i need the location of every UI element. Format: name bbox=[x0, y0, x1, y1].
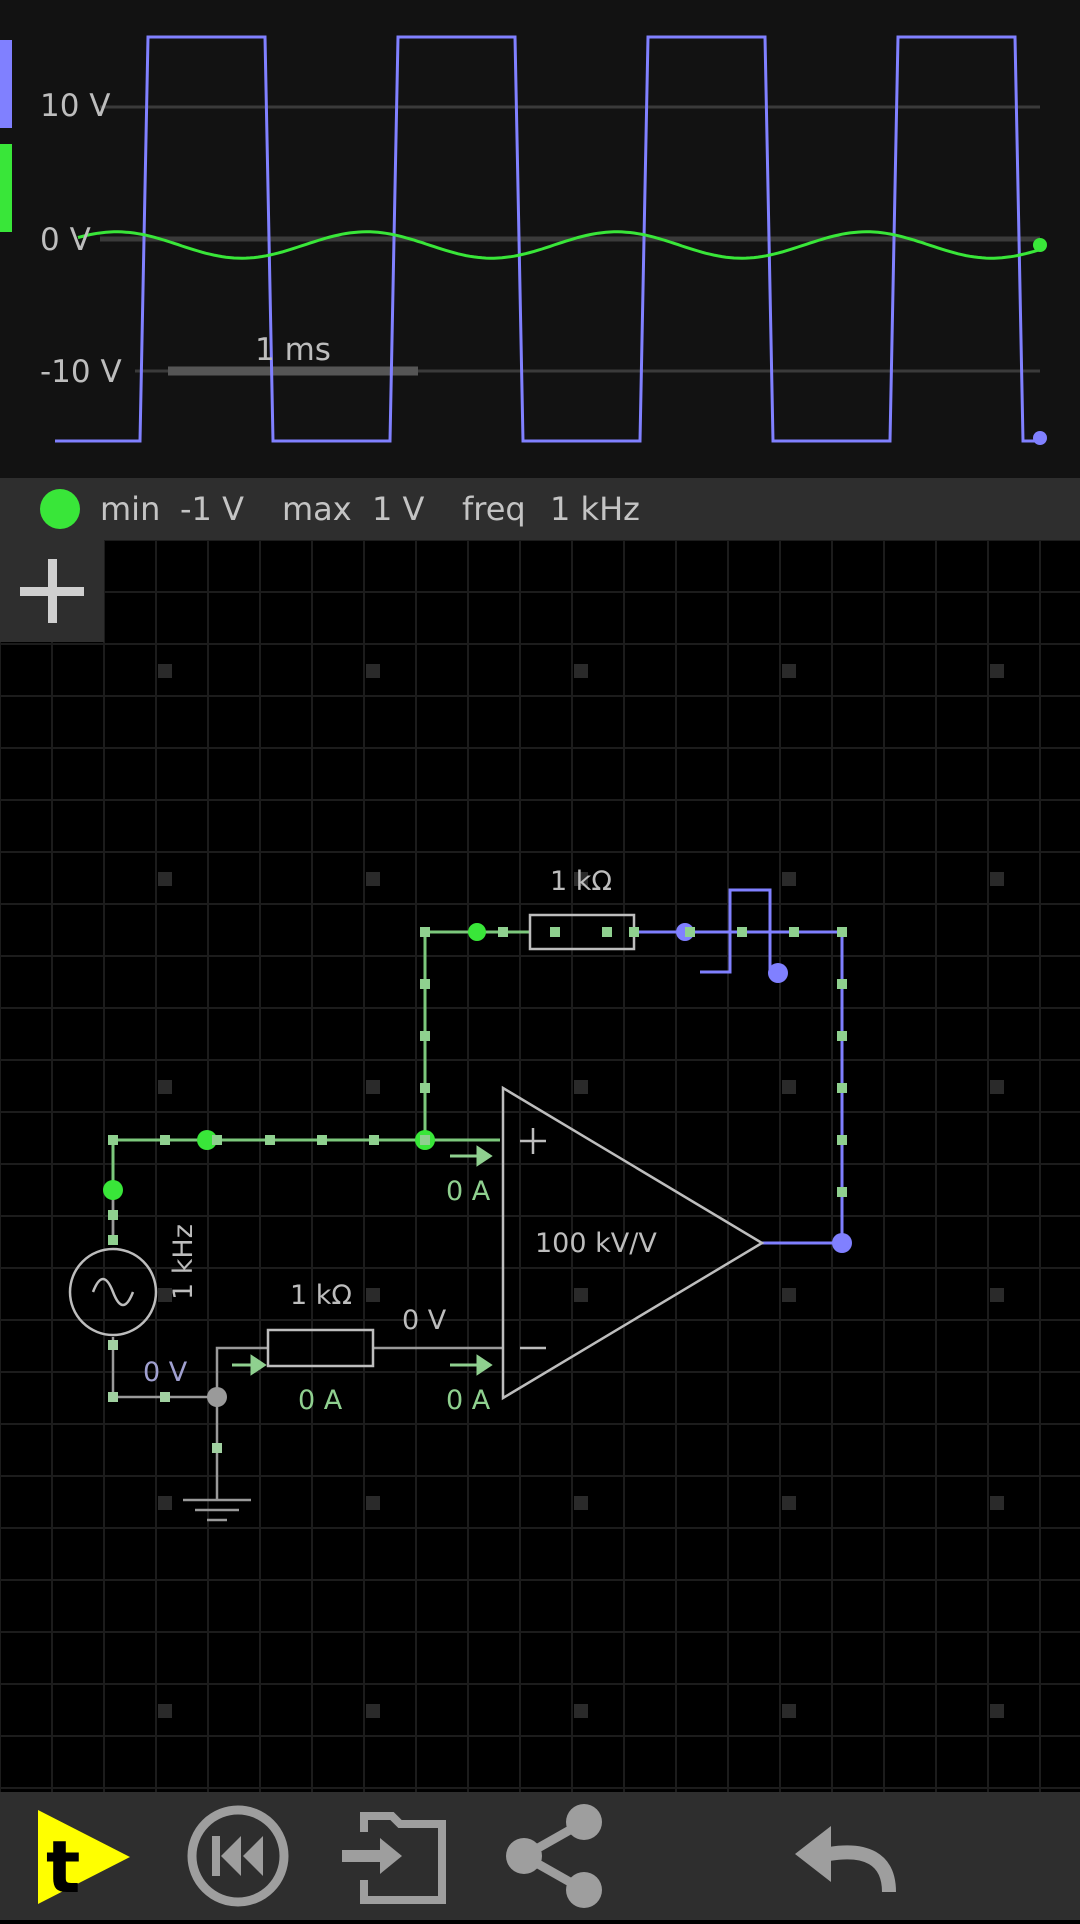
max-value: 1 V bbox=[372, 490, 425, 528]
source-color-dot bbox=[40, 489, 80, 529]
import-button[interactable] bbox=[340, 1792, 450, 1920]
timescale-label: 1 ms bbox=[255, 332, 331, 368]
bottom-toolbar: t bbox=[0, 1792, 1080, 1920]
freq-value: 1 kHz bbox=[550, 490, 640, 528]
undo-button[interactable] bbox=[785, 1792, 905, 1920]
feedback-resistor[interactable] bbox=[528, 913, 636, 951]
run-simulation-button[interactable]: t bbox=[30, 1792, 140, 1920]
plus-input-current-label: 0 A bbox=[446, 1176, 491, 1207]
max-label: max bbox=[282, 490, 352, 528]
source-info-bar[interactable]: min -1 V max 1 V freq 1 kHz bbox=[0, 478, 1080, 540]
sine-symbol-icon bbox=[91, 1277, 135, 1307]
output-trace-tab[interactable] bbox=[0, 40, 12, 128]
folder-import-icon bbox=[342, 1812, 446, 1904]
rewind-icon bbox=[187, 1805, 289, 1907]
resistor-current-label: 0 A bbox=[298, 1385, 343, 1416]
freq-label: freq bbox=[462, 490, 526, 528]
circuit-schematic bbox=[0, 540, 1080, 1792]
t-play-icon: t bbox=[38, 1810, 130, 1909]
input-trace-tab[interactable] bbox=[0, 144, 12, 232]
current-arrows bbox=[232, 1145, 493, 1376]
scope-plot bbox=[0, 35, 1047, 445]
rewind-button[interactable] bbox=[185, 1792, 295, 1920]
ground-voltage-label: 0 V bbox=[143, 1357, 188, 1388]
feedback-resistor-label: 1 kΩ bbox=[550, 866, 613, 897]
y-label-10v: 10 V bbox=[40, 88, 111, 124]
input-resistor-label: 1 kΩ bbox=[290, 1280, 353, 1311]
plus-icon bbox=[20, 559, 84, 623]
share-icon bbox=[506, 1804, 602, 1908]
svg-text:t: t bbox=[46, 1825, 80, 1909]
opamp-gain-label: 100 kV/V bbox=[535, 1228, 657, 1259]
undo-icon bbox=[795, 1826, 896, 1893]
y-label-0v: 0 V bbox=[40, 222, 91, 258]
output-square-trace bbox=[55, 35, 1040, 443]
wire-handles bbox=[108, 927, 847, 1453]
feedback-wire bbox=[634, 930, 844, 1245]
y-label-minus10v: -10 V bbox=[40, 354, 122, 390]
minus-input-current-label: 0 A bbox=[446, 1385, 491, 1416]
input-resistor[interactable] bbox=[266, 1328, 375, 1368]
input-sine-trace bbox=[77, 230, 1039, 260]
canvas-grid bbox=[0, 540, 1080, 1792]
minus-input-voltage-label: 0 V bbox=[402, 1305, 447, 1336]
add-component-button[interactable] bbox=[0, 540, 104, 642]
oscilloscope-panel[interactable]: 10 V 0 V -10 V 1 ms bbox=[0, 0, 1080, 478]
min-value: -1 V bbox=[180, 490, 244, 528]
op-amp[interactable] bbox=[501, 1085, 765, 1401]
share-button[interactable] bbox=[500, 1792, 610, 1920]
ac-source[interactable] bbox=[68, 1247, 158, 1337]
input-trace-endpoint bbox=[1033, 238, 1047, 252]
source-frequency-label: 1 kHz bbox=[168, 1224, 199, 1300]
min-label: min bbox=[100, 490, 161, 528]
output-trace-endpoint bbox=[1033, 431, 1047, 445]
circuit-canvas[interactable]: 1 kΩ 1 kΩ 1 kHz 100 kV/V 0 A 0 V 0 A 0 A… bbox=[0, 540, 1080, 1792]
